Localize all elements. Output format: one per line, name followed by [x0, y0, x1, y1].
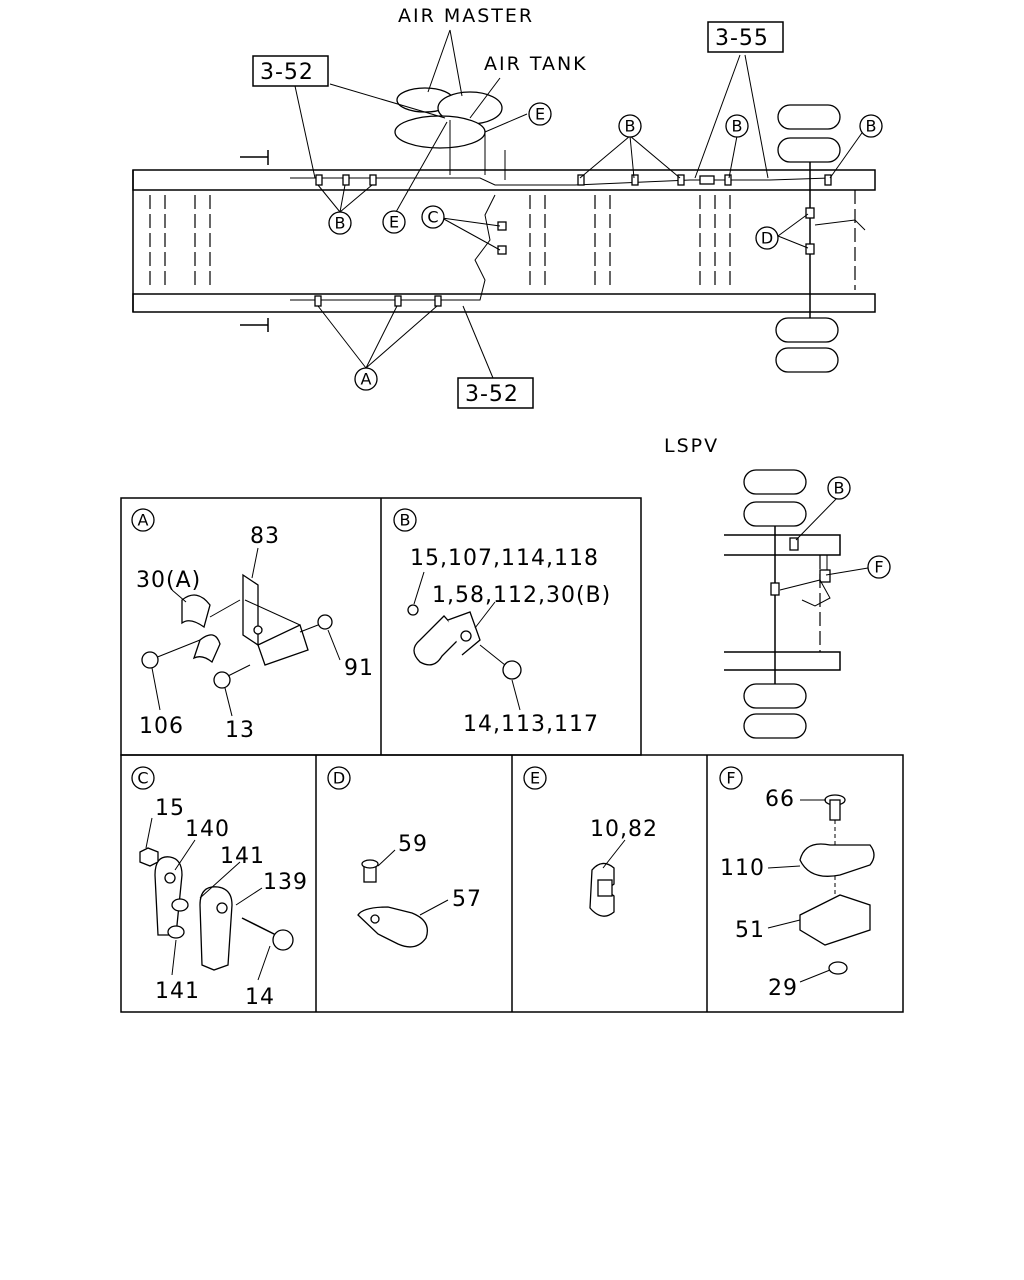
- part-139: 139: [263, 870, 308, 895]
- part-14-c: 14: [245, 985, 275, 1010]
- panel-grid: [120, 497, 904, 1013]
- panel-e: E 10,82: [523, 766, 658, 917]
- part-59: 59: [398, 832, 428, 857]
- lspv-inset: LSPV B F: [664, 435, 891, 739]
- panel-a-key: A: [138, 511, 149, 530]
- chassis-top-view: AIR MASTER AIR TANK 3-52 3-55 3-52 E E B…: [132, 5, 883, 409]
- callout-e-top: E: [535, 105, 545, 124]
- part-141-bottom: 141: [155, 979, 200, 1004]
- part-106: 106: [139, 714, 184, 739]
- panel-c: C 15 140 141 139 141 14: [131, 766, 308, 1010]
- callout-b-end: B: [866, 117, 877, 136]
- part-83: 83: [250, 524, 280, 549]
- part-30a: 30(A): [136, 568, 201, 593]
- part-110: 110: [720, 856, 765, 881]
- panel-b-key: B: [400, 511, 411, 530]
- ref-3-52-top: 3-52: [260, 60, 314, 85]
- panel-f-key: F: [726, 769, 735, 788]
- part-15-107-114-118: 15,107,114,118: [410, 546, 599, 571]
- callout-b-front: B: [335, 214, 346, 233]
- air-master-label: AIR MASTER: [398, 5, 534, 27]
- callout-b-lspv: B: [834, 479, 845, 498]
- ref-3-52-bottom: 3-52: [465, 382, 519, 407]
- part-57: 57: [452, 887, 482, 912]
- callout-a: A: [361, 370, 372, 389]
- panel-f: F 66 110 51 29: [719, 766, 875, 1001]
- panel-d: D 59 57: [327, 766, 482, 948]
- ref-box-3-52-bottom: [457, 377, 534, 409]
- part-140: 140: [185, 817, 230, 842]
- callout-d: D: [761, 229, 773, 248]
- panel-c-key: C: [137, 769, 148, 788]
- part-15-c: 15: [155, 796, 185, 821]
- callout-f-lspv: F: [874, 558, 883, 577]
- part-51: 51: [735, 918, 765, 943]
- panel-b: B 15,107,114,118 1,58,112,30(B) 14,113,1…: [393, 508, 611, 737]
- air-tank-label: AIR TANK: [484, 53, 588, 75]
- panel-d-key: D: [333, 769, 345, 788]
- ref-box-3-55: [707, 21, 784, 53]
- part-1-58-112-30b: 1,58,112,30(B): [432, 583, 611, 608]
- panel-e-key: E: [530, 769, 540, 788]
- lspv-label: LSPV: [664, 435, 719, 457]
- part-10-82: 10,82: [590, 817, 658, 842]
- part-13: 13: [225, 718, 255, 743]
- part-14-113-117: 14,113,117: [463, 712, 599, 737]
- part-141-top: 141: [220, 844, 265, 869]
- ref-3-55: 3-55: [715, 26, 769, 51]
- part-66: 66: [765, 787, 795, 812]
- callout-c: C: [427, 208, 438, 227]
- callout-b-rear: B: [732, 117, 743, 136]
- callout-b-mid: B: [625, 117, 636, 136]
- part-29: 29: [768, 976, 798, 1001]
- panel-a: A 83 30(A) 91 106 13: [131, 508, 374, 743]
- callout-e-lower: E: [389, 213, 399, 232]
- ref-box-3-52-top: [252, 55, 329, 87]
- part-91: 91: [344, 656, 374, 681]
